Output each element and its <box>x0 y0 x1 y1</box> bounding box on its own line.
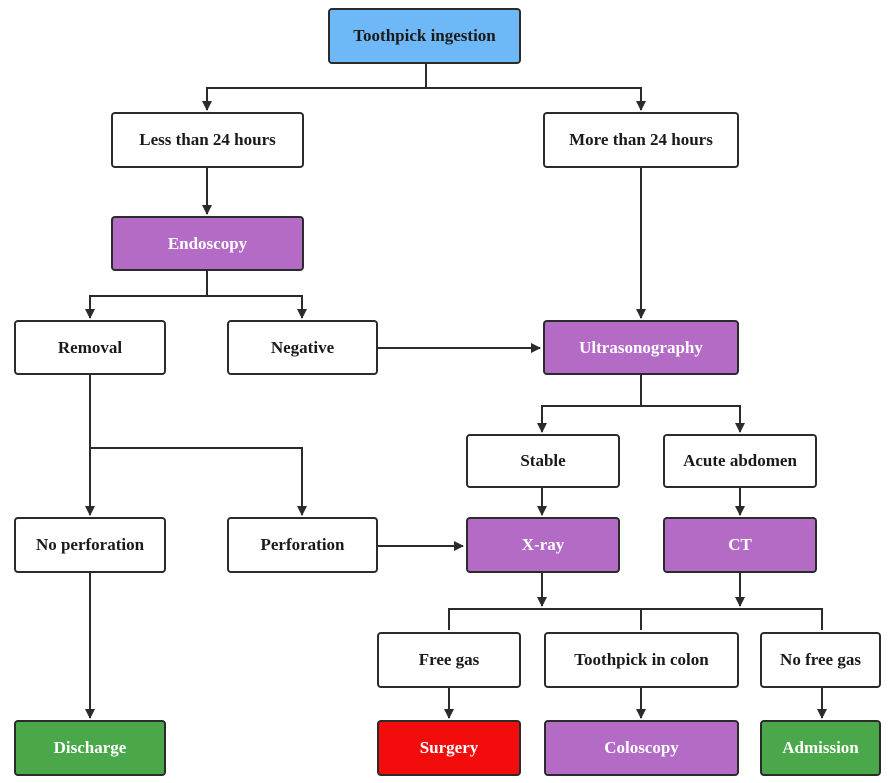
node-negative: Negative <box>227 320 378 375</box>
edge-removal-perf <box>90 447 307 516</box>
edge-us-acute <box>641 405 745 433</box>
node-discharge: Discharge <box>14 720 166 776</box>
node-stable: Stable <box>466 434 620 488</box>
node-free-gas: Free gas <box>377 632 521 688</box>
node-surgery: Surgery <box>377 720 521 776</box>
edge-us-stable <box>537 375 642 433</box>
node-toothpick-in-colon: Toothpick in colon <box>544 632 739 688</box>
node-less-than-24-hours: Less than 24 hours <box>111 112 304 168</box>
node-acute-abdomen: Acute abdomen <box>663 434 817 488</box>
node-perforation: Perforation <box>227 517 378 573</box>
node-no-free-gas: No free gas <box>760 632 881 688</box>
edge-endoscopy-negative <box>207 295 307 319</box>
node-ultrasonography: Ultrasonography <box>543 320 739 375</box>
node-xray: X-ray <box>466 517 620 573</box>
node-coloscopy: Coloscopy <box>544 720 739 776</box>
node-toothpick-ingestion: Toothpick ingestion <box>328 8 521 64</box>
edge-split-freegas <box>448 608 823 630</box>
edge-ingestion-more <box>426 87 646 111</box>
node-admission: Admission <box>760 720 881 776</box>
node-no-perforation: No perforation <box>14 517 166 573</box>
node-endoscopy: Endoscopy <box>111 216 304 271</box>
node-ct: CT <box>663 517 817 573</box>
node-removal: Removal <box>14 320 166 375</box>
edge-endoscopy-removal <box>85 270 208 319</box>
edge-ingestion-split <box>202 64 427 111</box>
node-more-than-24-hours: More than 24 hours <box>543 112 739 168</box>
